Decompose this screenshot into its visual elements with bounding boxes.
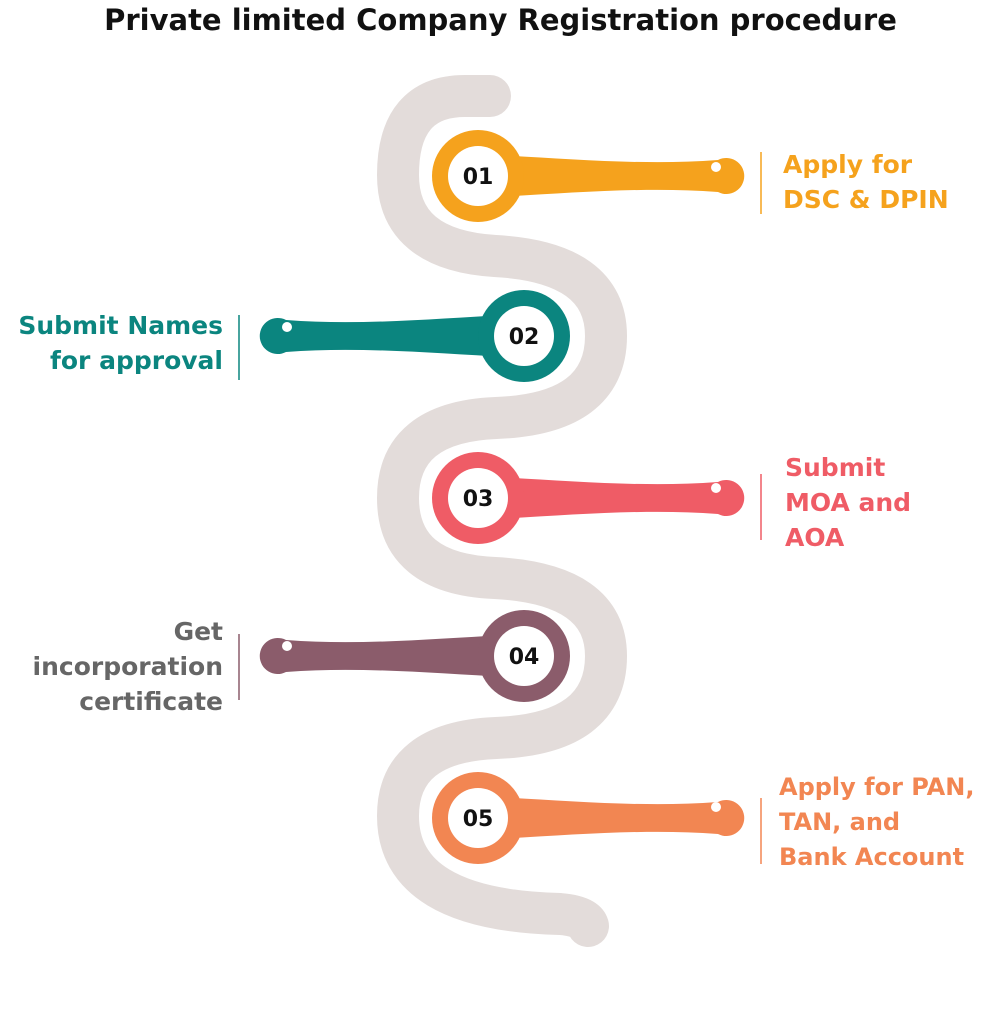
step-1-inner bbox=[448, 146, 508, 206]
step-4-label-line: incorporation bbox=[32, 652, 223, 681]
step-3-dot bbox=[711, 483, 721, 493]
step-5-inner bbox=[448, 788, 508, 848]
step-1-label-line: DSC & DPIN bbox=[783, 185, 949, 214]
step-2-inner bbox=[494, 306, 554, 366]
step-1-dot bbox=[711, 162, 721, 172]
step-4-marker: 04 bbox=[259, 610, 570, 702]
step-3-number: 03 bbox=[463, 487, 494, 512]
step-5-label-line: TAN, and bbox=[779, 808, 901, 836]
step-2-stem bbox=[259, 314, 524, 358]
step-1-marker: 01 bbox=[432, 130, 745, 222]
step-3-label-line: MOA and bbox=[785, 488, 912, 517]
step-5-number: 05 bbox=[463, 807, 494, 832]
step-4-label-line: Get bbox=[173, 617, 223, 646]
step-4-number: 04 bbox=[509, 645, 540, 670]
step-4-inner bbox=[494, 626, 554, 686]
step-1-label-line: Apply for bbox=[783, 150, 913, 179]
step-5-dot bbox=[711, 802, 721, 812]
step-2-number: 02 bbox=[509, 325, 540, 350]
step-5-label: Apply for PAN, TAN, and Bank Account bbox=[779, 770, 974, 875]
step-1-label: Apply for DSC & DPIN bbox=[783, 147, 949, 217]
winding-track bbox=[376, 75, 628, 947]
step-5-marker: 05 bbox=[432, 772, 745, 864]
step-2-label-line: Submit Names bbox=[18, 311, 223, 340]
step-2-dot bbox=[282, 322, 292, 332]
step-4-stem bbox=[259, 634, 524, 678]
step-4-label: Get incorporation certificate bbox=[33, 614, 223, 719]
step-5-stem bbox=[478, 796, 745, 840]
step-1-stem bbox=[478, 154, 745, 198]
step-3-label-line: Submit bbox=[785, 453, 886, 482]
step-5-label-line: Apply for PAN, bbox=[779, 773, 975, 801]
step-2-label-line: for approval bbox=[50, 346, 223, 375]
step-3-marker: 03 bbox=[432, 452, 745, 544]
step-2-marker: 02 bbox=[259, 290, 570, 382]
step-4-dot bbox=[282, 641, 292, 651]
page-title: Private limited Company Registration pro… bbox=[104, 3, 897, 37]
step-3-inner bbox=[448, 468, 508, 528]
step-3-label-line: AOA bbox=[785, 523, 845, 552]
step-1-number: 01 bbox=[463, 165, 494, 190]
step-3-label: Submit MOA and AOA bbox=[785, 450, 911, 555]
step-4-label-line: certificate bbox=[79, 687, 223, 716]
step-5-label-line: Bank Account bbox=[779, 843, 965, 871]
step-2-label: Submit Names for approval bbox=[18, 308, 223, 378]
step-3-stem bbox=[478, 476, 745, 520]
